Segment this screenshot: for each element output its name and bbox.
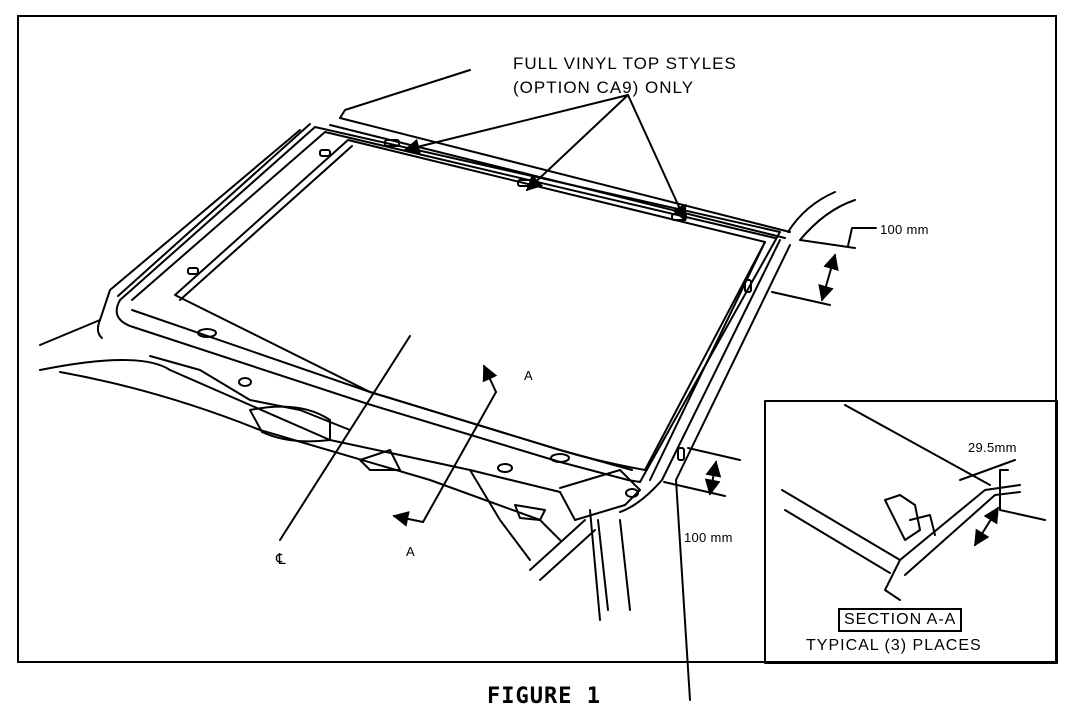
clip-12 — [677, 447, 685, 461]
callout-line-2: (OPTION CA9) ONLY — [513, 78, 695, 97]
centerline — [279, 335, 411, 541]
dimension-upper — [771, 227, 877, 306]
section-inset — [764, 400, 1058, 664]
clip-7 — [550, 453, 570, 463]
callout-line-1: FULL VINYL TOP STYLES — [513, 54, 737, 73]
a-pillar-left — [39, 123, 311, 346]
clip-5 — [187, 267, 199, 275]
clip-9 — [238, 377, 252, 387]
molding-clips — [187, 139, 752, 498]
section-label: SECTION A-A — [838, 608, 963, 632]
section-marker-lower: A — [406, 544, 415, 559]
section-cut-line — [392, 364, 498, 527]
clip-1 — [384, 139, 400, 147]
centerline-symbol: ℄ — [276, 551, 286, 568]
windshield-glass — [174, 139, 766, 471]
body-roof-lines — [339, 69, 856, 241]
dimension-lower — [663, 447, 741, 497]
dimension-section-label: 29.5mm — [968, 440, 1017, 455]
clip-11 — [744, 279, 752, 293]
figure-frame — [17, 15, 1057, 663]
figure-caption: FIGURE 1 — [487, 684, 601, 709]
clip-8 — [497, 463, 513, 473]
dimension-upper-label: 100 mm — [880, 222, 929, 237]
clip-6 — [197, 328, 217, 338]
callout-leaders — [403, 94, 687, 222]
clip-10 — [625, 488, 639, 498]
dimension-lower-label: 100 mm — [684, 530, 733, 545]
cowl-and-hood — [39, 355, 641, 621]
clip-4 — [319, 149, 331, 157]
typical-places-label: TYPICAL (3) PLACES — [806, 637, 982, 654]
section-marker-upper: A — [524, 368, 533, 383]
windshield-molding — [115, 117, 791, 483]
